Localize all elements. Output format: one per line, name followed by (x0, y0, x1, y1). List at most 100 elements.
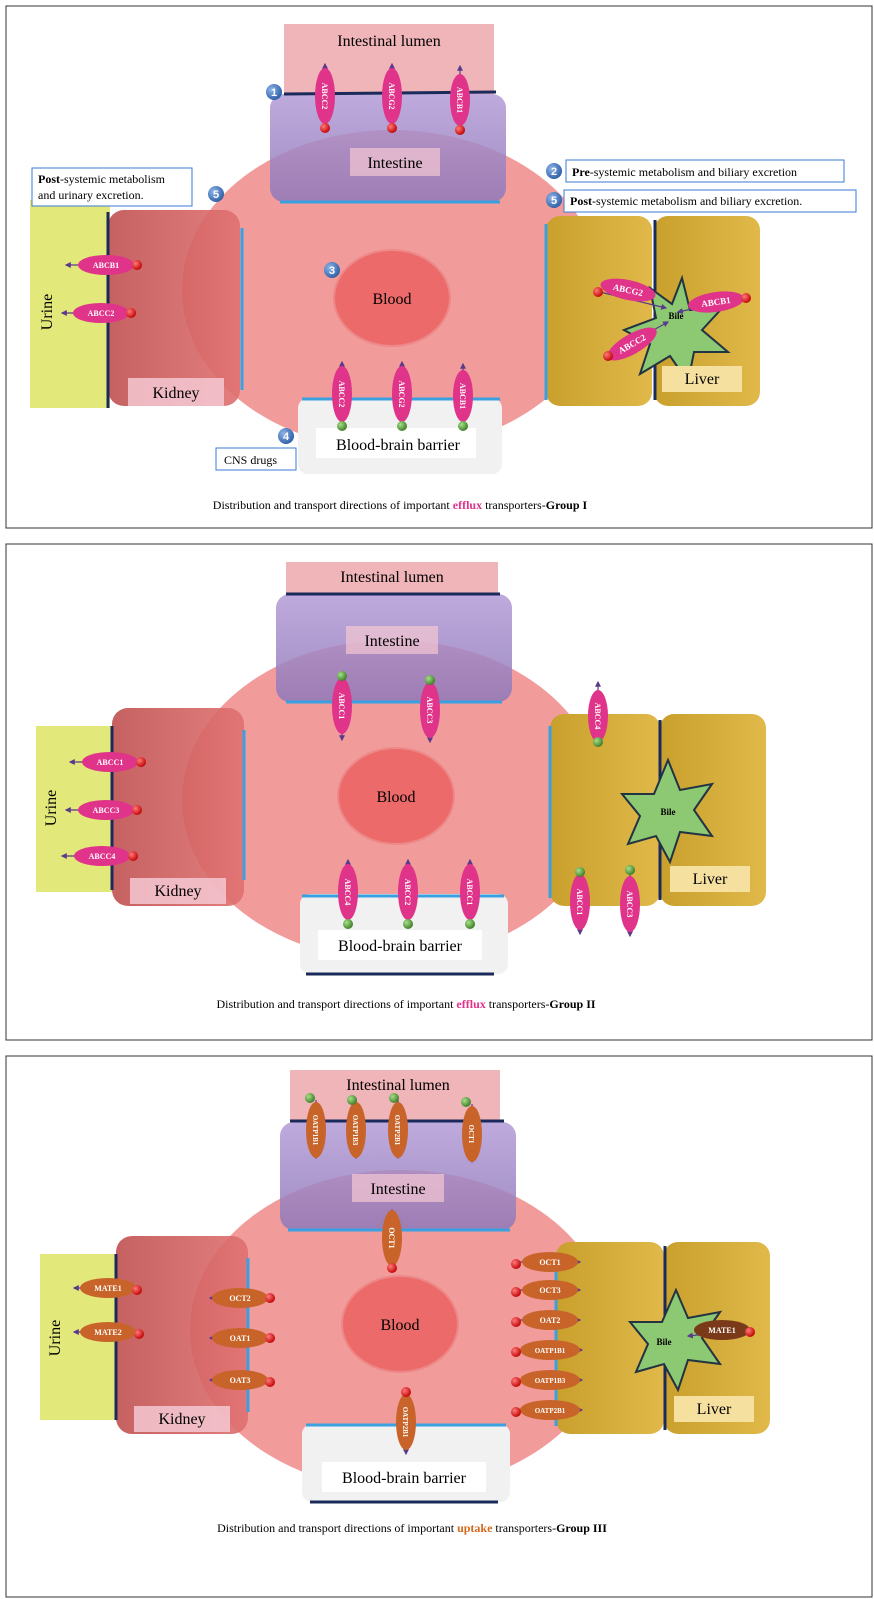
lumen-label: Intestinal lumen (340, 569, 444, 586)
bbb-label: Blood-brain barrier (336, 437, 461, 454)
svg-text:OCT2: OCT2 (229, 1294, 250, 1303)
post-systemic-callout: Post-systemic metabolism and biliary exc… (570, 194, 802, 208)
svg-text:3: 3 (329, 265, 335, 277)
svg-text:ABCC2: ABCC2 (320, 83, 329, 110)
urine-label: Urine (43, 790, 60, 826)
transporter-oatp1b1-lumen: OATP1B1 (305, 1093, 326, 1160)
pre-systemic-callout-box (565, 159, 845, 183)
liver-label: Liver (685, 371, 720, 388)
transporter-abcg2-bbb: ABCG2 (392, 360, 412, 431)
transporter-abcc2-bbb: ABCC2 (332, 360, 352, 431)
post-systemic-callout-box (563, 189, 857, 213)
lumen-label: Intestinal lumen (337, 33, 441, 50)
marker-1: 1 (266, 84, 282, 100)
bbb-label-bg (318, 930, 482, 960)
transporter-oatp1b3-lumen: OATP1B3 (346, 1095, 366, 1160)
liver-label: Liver (697, 1401, 732, 1418)
transporter-mate1-kidney: MATE1 (72, 1278, 142, 1298)
transporter-oct2-kidney: OCT2 (208, 1288, 275, 1308)
svg-text:ABCC3: ABCC3 (625, 891, 634, 918)
svg-text:MATE1: MATE1 (708, 1326, 735, 1335)
svg-text:ABCC2: ABCC2 (403, 879, 412, 906)
bbb-label: Blood-brain barrier (342, 1470, 467, 1487)
kidney-box (108, 210, 240, 406)
transporter-oatp1b1-liver: OATP1B1 (511, 1340, 584, 1360)
caption-group-3: Distribution and transport directions of… (217, 1521, 607, 1535)
svg-text:ABCC4: ABCC4 (89, 852, 116, 861)
transporter-oat1-kidney: OAT1 (208, 1328, 275, 1348)
svg-text:ABCC1: ABCC1 (337, 693, 346, 720)
transporter-mate1-bile: MATE1 (686, 1320, 755, 1340)
svg-text:OATP1B1: OATP1B1 (535, 1347, 566, 1355)
svg-text:OCT1: OCT1 (387, 1227, 396, 1248)
kidney-label-bg (130, 878, 226, 904)
transporter-abcc2-liver: ABCC2 (603, 321, 670, 361)
svg-text:1: 1 (271, 87, 277, 99)
bile-label: Bile (661, 807, 676, 817)
transporter-abcc1-intestine: ABCC1 (332, 671, 352, 742)
marker-2: 2 (546, 163, 562, 179)
svg-text:OATP1B1: OATP1B1 (311, 1115, 319, 1146)
liver-label-bg (670, 866, 750, 892)
transporter-abcc3-kidney: ABCC3 (64, 800, 142, 820)
svg-text:MATE2: MATE2 (94, 1328, 121, 1337)
svg-text:2: 2 (551, 166, 557, 178)
svg-text:ABCG2: ABCG2 (387, 82, 396, 109)
intestine-label-bg (346, 626, 438, 654)
svg-text:OATP2B1: OATP2B1 (535, 1407, 566, 1415)
marker-5-kidney: 5 (208, 186, 224, 202)
intestinal-lumen-box (286, 562, 498, 594)
bile-label: Bile (669, 311, 684, 321)
svg-text:OATP2B1: OATP2B1 (393, 1115, 401, 1146)
transporter-oatp2b1-lumen: OATP2B1 (388, 1093, 408, 1160)
blood-label: Blood (376, 789, 415, 806)
transporter-abcc4-kidney: ABCC4 (60, 846, 138, 866)
liver-cell-box (546, 216, 652, 406)
transporter-abcc2-bbb: ABCC2 (398, 858, 418, 929)
svg-text:ABCC4: ABCC4 (593, 703, 602, 730)
blood-ellipse (337, 747, 455, 845)
transporter-abcb1-liver: ABCB1 (676, 291, 751, 314)
svg-text:OATP1B3: OATP1B3 (351, 1115, 359, 1146)
svg-text:ABCC2: ABCC2 (337, 381, 346, 408)
marker-3: 3 (324, 262, 340, 278)
bbb-label: Blood-brain barrier (338, 938, 463, 955)
cns-callout-box (215, 447, 297, 471)
svg-text:4: 4 (283, 431, 290, 443)
svg-text:OAT3: OAT3 (230, 1376, 251, 1385)
svg-text:MATE1: MATE1 (94, 1284, 121, 1293)
svg-text:ABCC3: ABCC3 (425, 697, 434, 724)
intestine-label: Intestine (367, 155, 422, 172)
transporter-abcc1-kidney: ABCC1 (68, 752, 146, 772)
kidney-label: Kidney (152, 385, 199, 402)
liver-cell-box (556, 1242, 664, 1434)
transporter-abcb1-bbb: ABCB1 (453, 362, 473, 431)
blood-ellipse (333, 249, 451, 347)
panel-group-1: Intestinal lumen Intestine Blood Kidney … (5, 5, 873, 529)
liver-label-bg (674, 1396, 754, 1422)
svg-text:ABCC3: ABCC3 (93, 806, 120, 815)
transporter-oatp1b3-liver: OATP1B3 (511, 1370, 584, 1390)
kidney-label-bg (134, 1406, 230, 1432)
svg-text:ABCB1: ABCB1 (455, 87, 464, 113)
svg-text:ABCB1: ABCB1 (458, 383, 467, 409)
lumen-label: Intestinal lumen (346, 1077, 450, 1094)
svg-text:OCT1: OCT1 (467, 1125, 475, 1144)
urine-label: Urine (39, 294, 56, 330)
transporter-abcc1-liver-bottom: ABCC1 (570, 867, 590, 936)
transporter-abcb1-kidney: ABCB1 (64, 255, 142, 275)
transporter-oct3-liver: OCT3 (511, 1280, 582, 1300)
blood-label: Blood (380, 1317, 419, 1334)
svg-text:ABCC2: ABCC2 (88, 309, 115, 318)
transporter-abcc4-liver-top: ABCC4 (588, 680, 608, 747)
bbb-label-bg (322, 1462, 486, 1492)
transporter-abcc2-kidney: ABCC2 (60, 303, 136, 323)
transporter-abcc3-liver-bottom: ABCC3 (620, 865, 640, 938)
transporter-oatp2b1-liver: OATP2B1 (511, 1400, 584, 1420)
transporter-oct1-intestine-bottom: OCT1 (382, 1208, 402, 1273)
kidney-box (112, 708, 244, 906)
transporter-abcb1-intestine: ABCB1 (450, 64, 470, 135)
cns-callout: CNS drugs (224, 453, 277, 467)
transporter-abcc4-bbb: ABCC4 (338, 858, 358, 929)
